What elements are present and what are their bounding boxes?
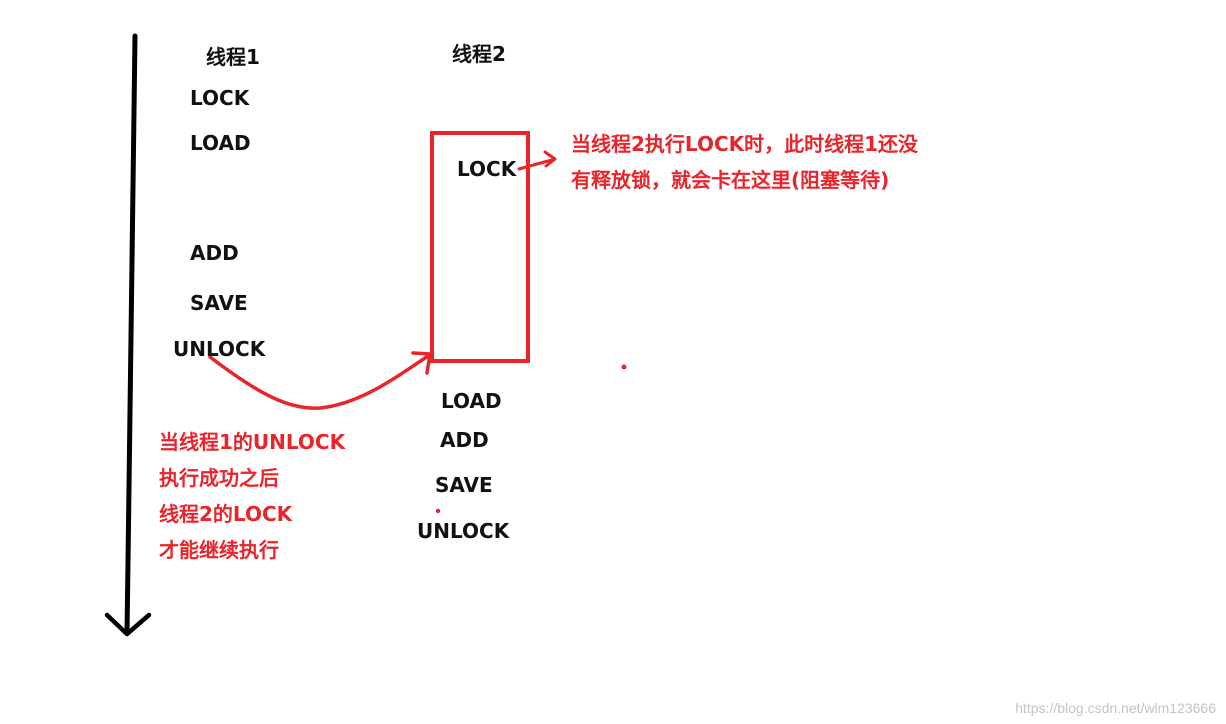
stray-dot	[435, 508, 441, 514]
blocking-note-line: 有释放锁，就会卡在这里(阻塞等待)	[571, 168, 890, 192]
blocking-box	[430, 131, 530, 363]
thread2-step-add: ADD	[440, 428, 489, 452]
thread1-step-unlock: UNLOCK	[173, 337, 266, 361]
thread2-step-unlock: UNLOCK	[417, 519, 510, 543]
continue-note-line: 执行成功之后	[159, 466, 279, 490]
thread2-step-lock: LOCK	[457, 157, 517, 181]
thread1-step-add: ADD	[190, 241, 239, 265]
timeline-arrowhead	[104, 612, 152, 637]
continue-note-line: 线程2的LOCK	[159, 502, 293, 526]
release-arrowhead	[411, 351, 432, 375]
release-arrow	[208, 354, 430, 410]
watermark: https://blog.csdn.net/wlm123666	[1015, 700, 1216, 716]
thread2-step-load: LOAD	[441, 389, 502, 413]
stray-dot	[621, 364, 627, 370]
continue-note-line: 当线程1的UNLOCK	[159, 430, 346, 454]
note-arrowhead	[543, 150, 557, 168]
thread1-step-lock: LOCK	[190, 86, 250, 110]
thread1-step-save: SAVE	[190, 291, 248, 315]
thread2-step-save: SAVE	[435, 473, 493, 497]
note-arrow	[517, 158, 554, 171]
continue-note-line: 才能继续执行	[159, 538, 279, 562]
thread2-title: 线程2	[452, 42, 506, 66]
timeline-axis	[124, 33, 138, 636]
continue-note: 当线程1的UNLOCK 执行成功之后 线程2的LOCK 才能继续执行	[159, 424, 345, 568]
blocking-note: 当线程2执行LOCK时，此时线程1还没 有释放锁，就会卡在这里(阻塞等待)	[571, 126, 918, 198]
blocking-note-line: 当线程2执行LOCK时，此时线程1还没	[571, 132, 919, 156]
thread1-title: 线程1	[206, 45, 260, 69]
thread1-step-load: LOAD	[190, 131, 251, 155]
